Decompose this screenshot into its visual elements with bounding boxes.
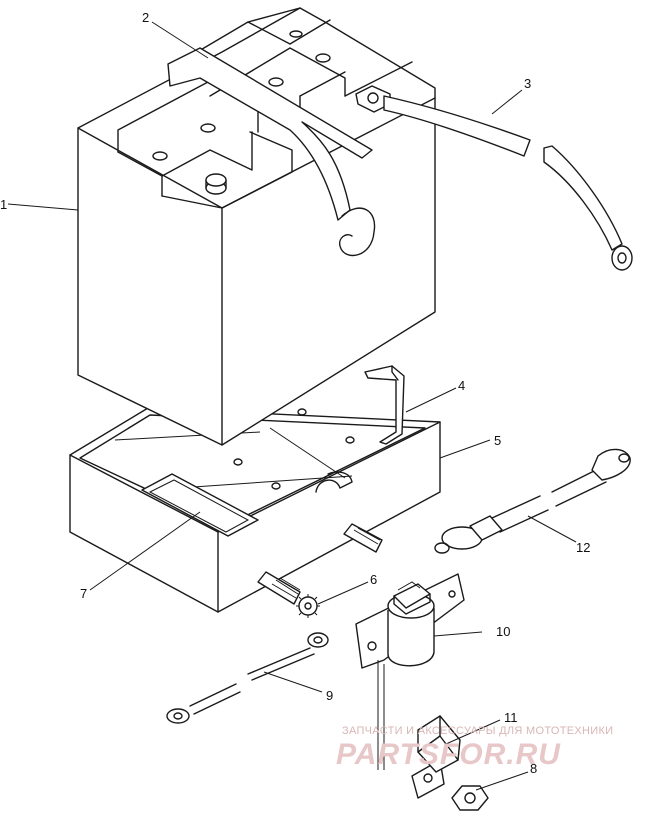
callout-1: 1 — [0, 197, 7, 212]
callout-8: 8 — [530, 761, 537, 776]
callout-7: 7 — [80, 586, 87, 601]
terminal-block — [377, 660, 461, 799]
starter-relay — [355, 573, 465, 669]
callout-12: 12 — [576, 540, 590, 555]
positive-cable — [355, 85, 633, 271]
callout-6: 6 — [370, 572, 377, 587]
negative-cable — [434, 448, 631, 554]
battery — [77, 7, 436, 446]
callout-4: 4 — [458, 378, 465, 393]
watermark-brand: PARTSFOR.RU — [336, 738, 561, 771]
watermark-caption: ЗАПЧАСТИ И АКСЕССУАРЫ ДЛЯ МОТОТЕХНИКИ — [342, 725, 613, 737]
hex-nut — [451, 785, 489, 811]
callout-3: 3 — [524, 76, 531, 91]
mounting-bolts — [257, 523, 383, 618]
vent-tube — [167, 47, 376, 257]
callout-2: 2 — [142, 10, 149, 25]
leader-lines — [7, 21, 577, 791]
callout-5: 5 — [494, 433, 501, 448]
callout-11: 11 — [504, 710, 518, 725]
ground-cable — [166, 632, 329, 724]
hold-down-bracket — [364, 365, 405, 445]
battery-pad — [141, 473, 259, 537]
callout-9: 9 — [326, 688, 333, 703]
callout-10: 10 — [496, 624, 510, 639]
